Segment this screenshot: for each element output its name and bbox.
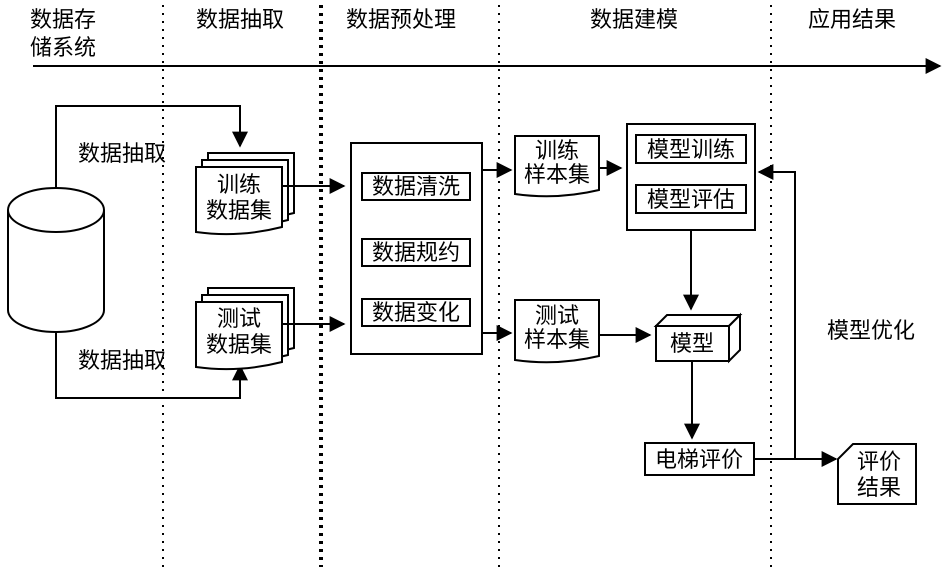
stage-storage-line2: 储系统: [30, 36, 96, 61]
stage-storage-line1: 数据存: [30, 8, 96, 33]
database-cylinder-icon: [7, 187, 105, 333]
extract-arrow-top: [55, 105, 248, 188]
clean-step-box: [361, 172, 471, 201]
train-dataset-doc: [195, 152, 295, 236]
extract-arrow-bottom: [55, 332, 248, 399]
stage-modeling: 数据建模: [590, 8, 678, 33]
model-train-label: 模型训练: [647, 138, 735, 163]
test-sample-doc: [514, 299, 600, 364]
clean-step-label: 数据清洗: [372, 175, 460, 200]
train-sample-line2: 样本集: [524, 163, 590, 188]
train-sample-line1: 训练: [535, 139, 579, 164]
elevator-eval-label: 电梯评价: [655, 448, 743, 473]
eval-result-line2: 结果: [857, 476, 901, 501]
train-dataset-line2: 数据集: [206, 199, 272, 224]
model-evaluate-box: [635, 184, 747, 214]
train-sample-doc: [514, 135, 600, 198]
reduce-step-label: 数据规约: [372, 241, 460, 266]
test-dataset-line2: 数据集: [206, 333, 272, 358]
eval-result-line1: 评价: [857, 450, 901, 475]
extract-label-bottom: 数据抽取: [78, 349, 166, 374]
stage-extract: 数据抽取: [196, 8, 284, 33]
test-sample-line1: 测试: [535, 304, 579, 329]
transform-step-box: [361, 298, 471, 327]
train-dataset-line1: 训练: [217, 173, 261, 198]
optimize-label: 模型优化: [827, 319, 915, 344]
transform-step-label: 数据变化: [372, 301, 460, 326]
model-label: 模型: [670, 332, 714, 357]
optimize-feedback-arrow: [757, 164, 796, 459]
stage-preprocess: 数据预处理: [346, 8, 456, 33]
model-train-box: [635, 134, 747, 164]
test-dataset-line1: 测试: [217, 307, 261, 332]
test-dataset-doc: [195, 287, 295, 371]
reduce-step-box: [361, 238, 471, 267]
test-sample-line2: 样本集: [524, 328, 590, 353]
eval-result-card: [837, 443, 917, 505]
stage-result: 应用结果: [808, 8, 896, 33]
model-evaluate-label: 模型评估: [647, 188, 735, 213]
extract-label-top: 数据抽取: [78, 142, 166, 167]
